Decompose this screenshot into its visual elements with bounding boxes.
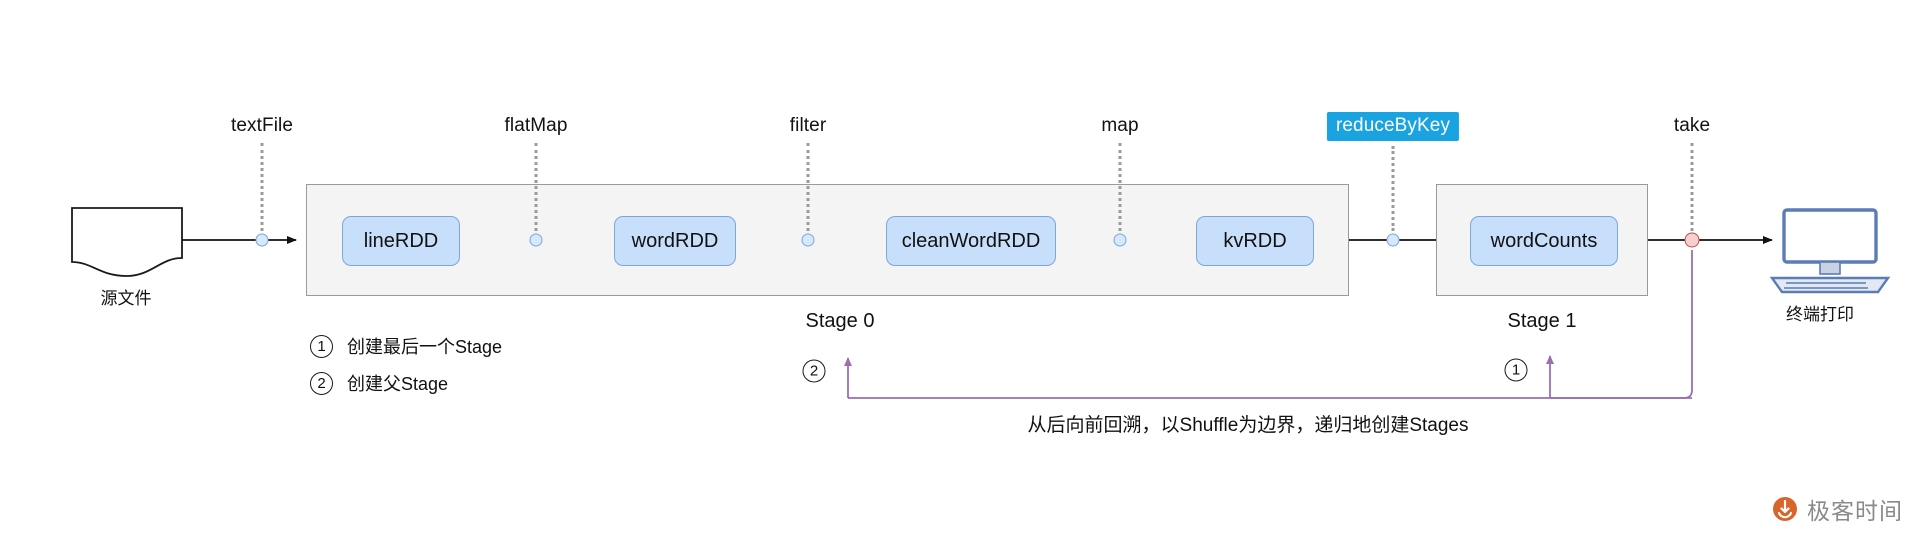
rdd-label: wordCounts <box>1490 229 1598 252</box>
sink-node-label: 终端打印 <box>1786 305 1854 324</box>
flow-dot-filter <box>801 233 815 247</box>
rdd-label: cleanWordRDD <box>901 229 1041 252</box>
legend-item-1: 1 创建最后一个Stage <box>310 333 502 359</box>
rdd-node-wordCounts[interactable]: wordCounts <box>1470 216 1618 266</box>
rdd-label: kvRDD <box>1223 229 1287 252</box>
flow-dot-take <box>1684 232 1700 248</box>
guide-line-map <box>1118 143 1122 231</box>
guide-line-take <box>1690 143 1694 231</box>
backtrack-path <box>844 250 1693 399</box>
stage-caption-0: Stage 0 <box>805 310 875 332</box>
operator-label-filter[interactable]: filter <box>789 115 827 136</box>
watermark-text: 极客时间 <box>1807 498 1903 524</box>
rdd-node-kvRDD[interactable]: kvRDD <box>1196 216 1314 266</box>
geekbang-logo-icon <box>1773 497 1797 521</box>
guide-line-flatMap <box>534 143 538 231</box>
operator-label-take[interactable]: take <box>1673 115 1711 136</box>
legend-number-1: 1 <box>310 334 333 358</box>
operator-label-textFile[interactable]: textFile <box>230 115 294 136</box>
flow-dot-textFile <box>255 233 269 247</box>
watermark: 极客时间 <box>1772 492 1903 526</box>
source-document-icon <box>71 207 183 277</box>
rdd-node-wordRDD[interactable]: wordRDD <box>614 216 736 266</box>
backtrack-caption: 从后向前回溯，以Shuffle为边界，递归地创建Stages <box>1027 415 1469 436</box>
rdd-label: wordRDD <box>631 229 719 252</box>
operator-label-map[interactable]: map <box>1101 115 1139 136</box>
operator-label-flatMap[interactable]: flatMap <box>504 115 568 136</box>
callout-number-2: 2 <box>802 359 826 383</box>
rdd-label: lineRDD <box>363 229 439 252</box>
source-node-label: 源文件 <box>100 289 152 308</box>
legend-label-1: 创建最后一个Stage <box>347 337 503 357</box>
legend-item-2: 2 创建父Stage <box>310 370 448 396</box>
callout-number-1: 1 <box>1504 358 1528 382</box>
guide-line-textFile <box>260 143 264 231</box>
legend-number-2: 2 <box>310 371 333 395</box>
monitor-icon <box>1769 208 1891 294</box>
rdd-node-cleanWordRDD[interactable]: cleanWordRDD <box>886 216 1056 266</box>
guide-line-reduceByKey <box>1391 146 1395 231</box>
guide-line-filter <box>806 143 810 231</box>
stage-caption-1: Stage 1 <box>1507 310 1577 332</box>
flow-dot-map <box>1113 233 1127 247</box>
legend-label-2: 创建父Stage <box>347 374 449 394</box>
operator-label-reduceByKey[interactable]: reduceByKey <box>1326 112 1460 141</box>
rdd-node-lineRDD[interactable]: lineRDD <box>342 216 460 266</box>
stage-box-0 <box>306 184 1349 296</box>
flow-dot-flatMap <box>529 233 543 247</box>
flow-dot-reduceByKey <box>1386 233 1400 247</box>
